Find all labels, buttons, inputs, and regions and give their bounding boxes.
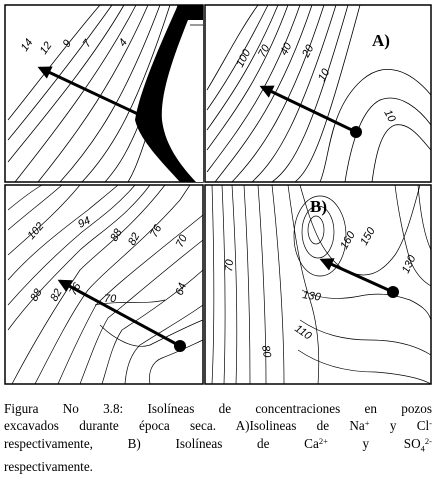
well-marker bbox=[350, 126, 362, 138]
caption-line-4: respectivamente. bbox=[4, 458, 93, 474]
isoline-label: 70 bbox=[223, 258, 236, 272]
caption-line-2: excavados durante época seca. A)Isolinea… bbox=[4, 418, 432, 434]
well-marker bbox=[174, 340, 186, 352]
flow-arrow-top-left bbox=[37, 66, 141, 117]
panel-top-left: 14 12 9 7 4 bbox=[4, 4, 204, 183]
isolines-top-right bbox=[206, 4, 432, 183]
panel-bottom-right: B) 160 150 130 130 110 70 80 bbox=[204, 184, 432, 385]
flow-arrow-bottom-left bbox=[57, 279, 181, 348]
figure-caption: Figura No 3.8: Isolíneas de concentracio… bbox=[4, 400, 432, 475]
isoline-label: 70 bbox=[104, 293, 117, 305]
caption-line-1: Figura No 3.8: Isolíneas de concentracio… bbox=[4, 401, 432, 416]
panel-letter-b: B) bbox=[310, 197, 327, 216]
isoline-label: 80 bbox=[259, 344, 273, 359]
isoline-label: 12 bbox=[38, 40, 55, 57]
cl-charge: - bbox=[429, 418, 432, 429]
isolines-bottom-left bbox=[7, 184, 204, 385]
flow-arrow-top-right bbox=[259, 85, 357, 134]
well-marker bbox=[387, 286, 399, 298]
so4-subscript: 4 bbox=[420, 443, 425, 454]
panel-top-right: A) 100 70 40 20 10 10 bbox=[204, 4, 432, 183]
isoline-label: 82 bbox=[126, 231, 142, 247]
flow-arrow-bottom-right bbox=[319, 258, 394, 294]
isoline-label: 20 bbox=[300, 42, 317, 60]
isoline-label: 94 bbox=[76, 215, 92, 231]
isoline-label: 82 bbox=[48, 287, 65, 304]
isolines-bottom-right bbox=[211, 184, 432, 385]
isoline-label: 14 bbox=[19, 37, 36, 54]
caption-line-3: respectivamente, B) Isolíneas de Ca2+ y … bbox=[4, 435, 432, 454]
panel-bottom-left: 102 94 88 82 76 70 88 82 76 70 64 bbox=[4, 184, 204, 385]
isoline-label: 130 bbox=[302, 289, 323, 304]
ca-charge: 2+ bbox=[318, 435, 328, 446]
panel-letter-a: A) bbox=[372, 31, 390, 50]
isoline-label: 70 bbox=[174, 232, 190, 249]
contour-figure: 14 12 9 7 4 A) 100 70 40 20 10 bbox=[4, 4, 432, 385]
isoline-label: 64 bbox=[174, 281, 189, 297]
na-charge: + bbox=[364, 418, 370, 429]
isoline-label: 9 bbox=[61, 38, 74, 50]
isoline-label: 4 bbox=[117, 37, 130, 49]
so4-charge: 2- bbox=[424, 435, 432, 446]
